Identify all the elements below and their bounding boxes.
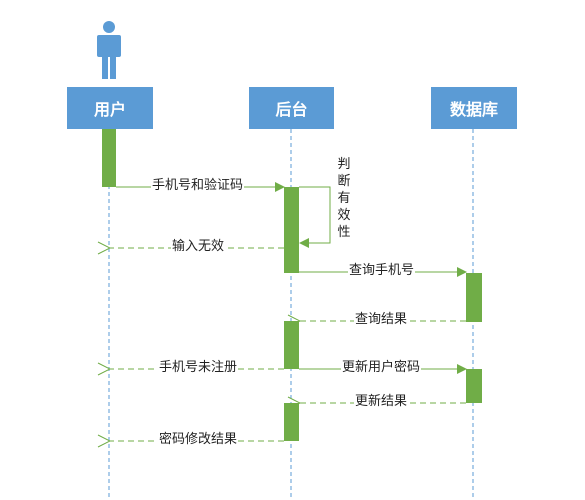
person-icon bbox=[97, 21, 121, 79]
message-label-8: 密码修改结果 bbox=[158, 432, 239, 447]
activation-user bbox=[102, 125, 116, 187]
self-message-arrow bbox=[299, 186, 331, 248]
message-label-4: 查询结果 bbox=[354, 312, 409, 327]
participant-backend: 后台 bbox=[249, 87, 334, 129]
self-message-label: 判断有效性 bbox=[337, 157, 351, 240]
participant-user: 用户 bbox=[67, 87, 153, 129]
activation-backend-3 bbox=[284, 403, 299, 441]
activation-backend-2 bbox=[284, 321, 299, 369]
message-label-5: 手机号未注册 bbox=[158, 360, 239, 375]
activation-database-2 bbox=[466, 369, 482, 403]
message-label-6: 更新用户密码 bbox=[341, 360, 422, 375]
activation-database-1 bbox=[466, 273, 482, 322]
message-label-1: 手机号和验证码 bbox=[151, 178, 245, 193]
message-label-7: 更新结果 bbox=[354, 394, 409, 409]
message-label-2: 输入无效 bbox=[171, 239, 226, 254]
participant-database: 数据库 bbox=[431, 87, 517, 129]
activation-backend-1 bbox=[284, 187, 299, 273]
message-label-3: 查询手机号 bbox=[348, 263, 416, 278]
